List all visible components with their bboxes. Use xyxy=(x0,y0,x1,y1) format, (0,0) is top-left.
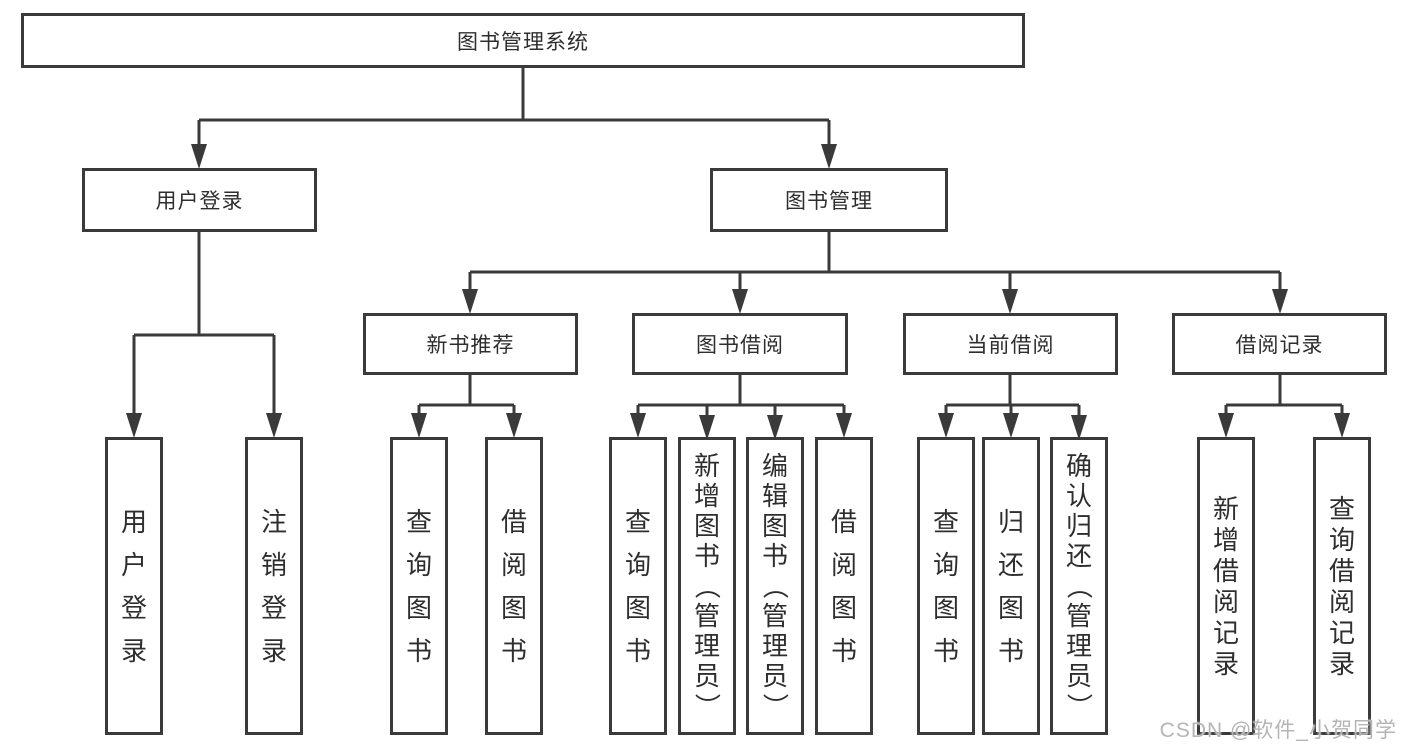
node-user-login-label: 用户登录 xyxy=(155,190,244,213)
arrowhead-icon xyxy=(938,413,954,438)
arrowhead-icon xyxy=(1334,413,1350,438)
leaf-cb-confirm-return-admin: 确认归还（管理员） xyxy=(1050,437,1108,735)
arrowhead-icon xyxy=(1272,289,1288,314)
node-book-management: 图书管理 xyxy=(710,168,948,232)
node-borrow-records-label: 借阅记录 xyxy=(1235,334,1324,357)
arrowhead-icon xyxy=(126,413,142,438)
connector-book-management-children xyxy=(462,232,1288,314)
leaf-user-login: 用户登录 xyxy=(105,437,163,735)
leaf-bb-borrow-books: 借阅图书 xyxy=(815,437,873,735)
leaf-logout-login-label: 注销登录 xyxy=(260,506,287,666)
node-user-login: 用户登录 xyxy=(82,168,317,232)
node-book-borrowing-label: 图书借阅 xyxy=(696,334,784,357)
arrowhead-icon xyxy=(266,413,282,438)
node-current-borrowing-label: 当前借阅 xyxy=(966,334,1055,357)
connector-current-borrowing-children xyxy=(938,375,1087,440)
leaf-bb-edit-books-admin-label: 编辑图书（管理员） xyxy=(759,451,790,720)
arrowhead-icon xyxy=(767,415,783,440)
leaf-br-add-record-label: 新增借阅记录 xyxy=(1212,493,1239,679)
leaf-br-query-record: 查询借阅记录 xyxy=(1313,437,1371,735)
arrowhead-icon xyxy=(821,144,837,169)
connector-root-to-level1 xyxy=(191,68,837,169)
arrowhead-icon xyxy=(462,289,478,314)
node-borrow-records: 借阅记录 xyxy=(1172,313,1387,375)
arrowhead-icon xyxy=(836,413,852,438)
node-root: 图书管理系统 xyxy=(21,13,1025,68)
node-new-book-recommend: 新书推荐 xyxy=(363,313,578,375)
leaf-logout-login: 注销登录 xyxy=(245,437,303,735)
leaf-cb-confirm-return-admin-label: 确认归还（管理员） xyxy=(1063,451,1094,720)
leaf-cb-return-books: 归还图书 xyxy=(982,437,1040,735)
connector-new-book-children xyxy=(411,375,522,438)
leaf-nb-query-books: 查询图书 xyxy=(390,437,448,735)
leaf-cb-query-books: 查询图书 xyxy=(917,437,975,735)
leaf-bb-query-books: 查询图书 xyxy=(609,437,667,735)
arrowhead-icon xyxy=(411,413,427,438)
leaf-bb-add-books-admin-label: 新增图书（管理员） xyxy=(691,451,722,720)
leaf-nb-borrow-books-label: 借阅图书 xyxy=(500,506,527,666)
node-current-borrowing: 当前借阅 xyxy=(903,313,1118,375)
connector-book-borrowing-children xyxy=(630,375,852,440)
leaf-bb-add-books-admin: 新增图书（管理员） xyxy=(678,437,736,735)
node-book-borrowing: 图书借阅 xyxy=(632,313,848,375)
leaf-br-add-record: 新增借阅记录 xyxy=(1197,437,1255,735)
arrowhead-icon xyxy=(1002,289,1018,314)
arrowhead-icon xyxy=(732,289,748,314)
arrowhead-icon xyxy=(699,415,715,440)
csdn-watermark: CSDN @软件_小贺同学 xyxy=(1159,719,1397,742)
leaf-bb-edit-books-admin: 编辑图书（管理员） xyxy=(746,437,804,735)
arrowhead-icon xyxy=(1071,415,1087,440)
arrowhead-icon xyxy=(630,413,646,438)
leaf-cb-return-books-label: 归还图书 xyxy=(997,506,1024,666)
leaf-nb-borrow-books: 借阅图书 xyxy=(485,437,543,735)
arrowhead-icon xyxy=(1003,413,1019,438)
leaf-br-query-record-label: 查询借阅记录 xyxy=(1328,493,1355,679)
leaf-bb-query-books-label: 查询图书 xyxy=(624,506,651,666)
arrowhead-icon xyxy=(506,413,522,438)
leaf-cb-query-books-label: 查询图书 xyxy=(932,506,959,666)
connector-borrow-records-children xyxy=(1218,375,1350,438)
arrowhead-icon xyxy=(191,144,207,169)
leaf-bb-borrow-books-label: 借阅图书 xyxy=(830,506,857,666)
node-new-book-recommend-label: 新书推荐 xyxy=(426,334,515,357)
leaf-nb-query-books-label: 查询图书 xyxy=(405,506,432,666)
node-root-label: 图书管理系统 xyxy=(457,30,589,54)
arrowhead-icon xyxy=(1218,413,1234,438)
connector-user-login-children xyxy=(126,232,282,438)
node-book-management-label: 图书管理 xyxy=(785,190,873,213)
leaf-user-login-label: 用户登录 xyxy=(120,506,147,666)
